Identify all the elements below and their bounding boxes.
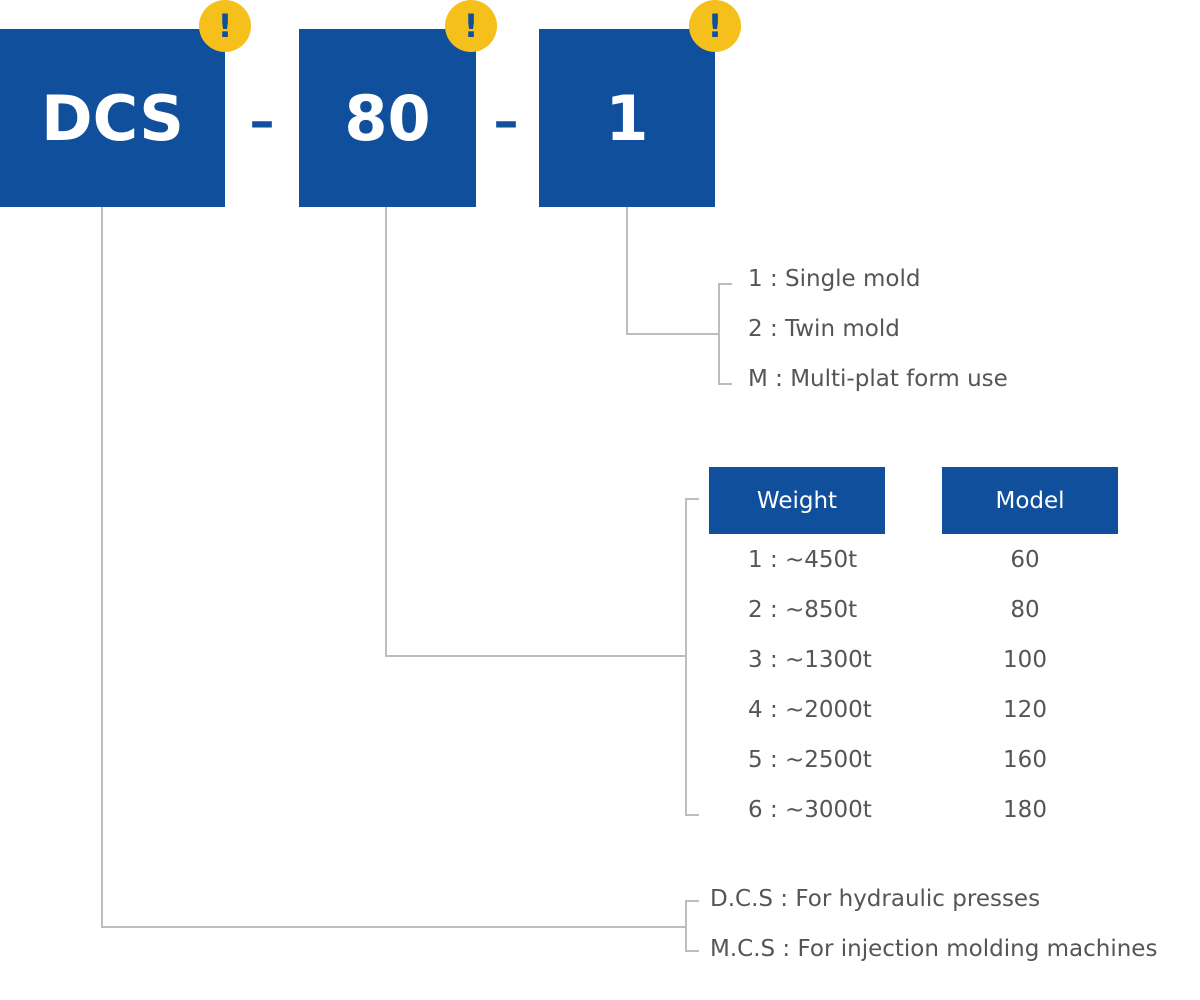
bracket-line [718,283,732,285]
mold-option: 1 : Single mold [748,266,921,292]
connector-line [626,333,720,335]
bracket-line [718,383,732,385]
model-cell: 160 [1003,747,1047,773]
series-option: D.C.S : For hydraulic presses [710,886,1041,912]
weight-column-header: Weight [709,467,885,534]
code-segment-mold: 1 [539,29,715,207]
mold-option: M : Multi-plat form use [748,366,1008,392]
connector-line [101,926,687,928]
exclamation-icon: ! [689,0,741,52]
bracket-line [685,498,699,500]
weight-cell: 6 : ~3000t [748,797,872,823]
mold-option: 2 : Twin mold [748,316,900,342]
bracket-line [685,950,699,952]
code-segment-model: 80 [299,29,476,207]
model-cell: 120 [1003,697,1047,723]
model-column-header: Model [942,467,1118,534]
series-option: M.C.S : For injection molding machines [710,936,1158,962]
model-cell: 100 [1003,647,1047,673]
code-separator: – [493,92,519,150]
weight-cell: 5 : ~2500t [748,747,872,773]
bracket-line [685,498,687,816]
code-separator: – [249,92,275,150]
code-segment-series: DCS [0,29,225,207]
bracket-line [685,814,699,816]
connector-line [385,655,687,657]
model-cell: 80 [1010,597,1040,623]
weight-cell: 3 : ~1300t [748,647,872,673]
model-cell: 180 [1003,797,1047,823]
connector-line [101,207,103,928]
weight-cell: 2 : ~850t [748,597,858,623]
bracket-line [685,900,699,902]
weight-cell: 4 : ~2000t [748,697,872,723]
exclamation-icon: ! [445,0,497,52]
weight-cell: 1 : ~450t [748,547,858,573]
connector-line [626,207,628,335]
bracket-line [718,283,720,385]
connector-line [385,207,387,657]
exclamation-icon: ! [199,0,251,52]
bracket-line [685,900,687,952]
model-cell: 60 [1010,547,1040,573]
